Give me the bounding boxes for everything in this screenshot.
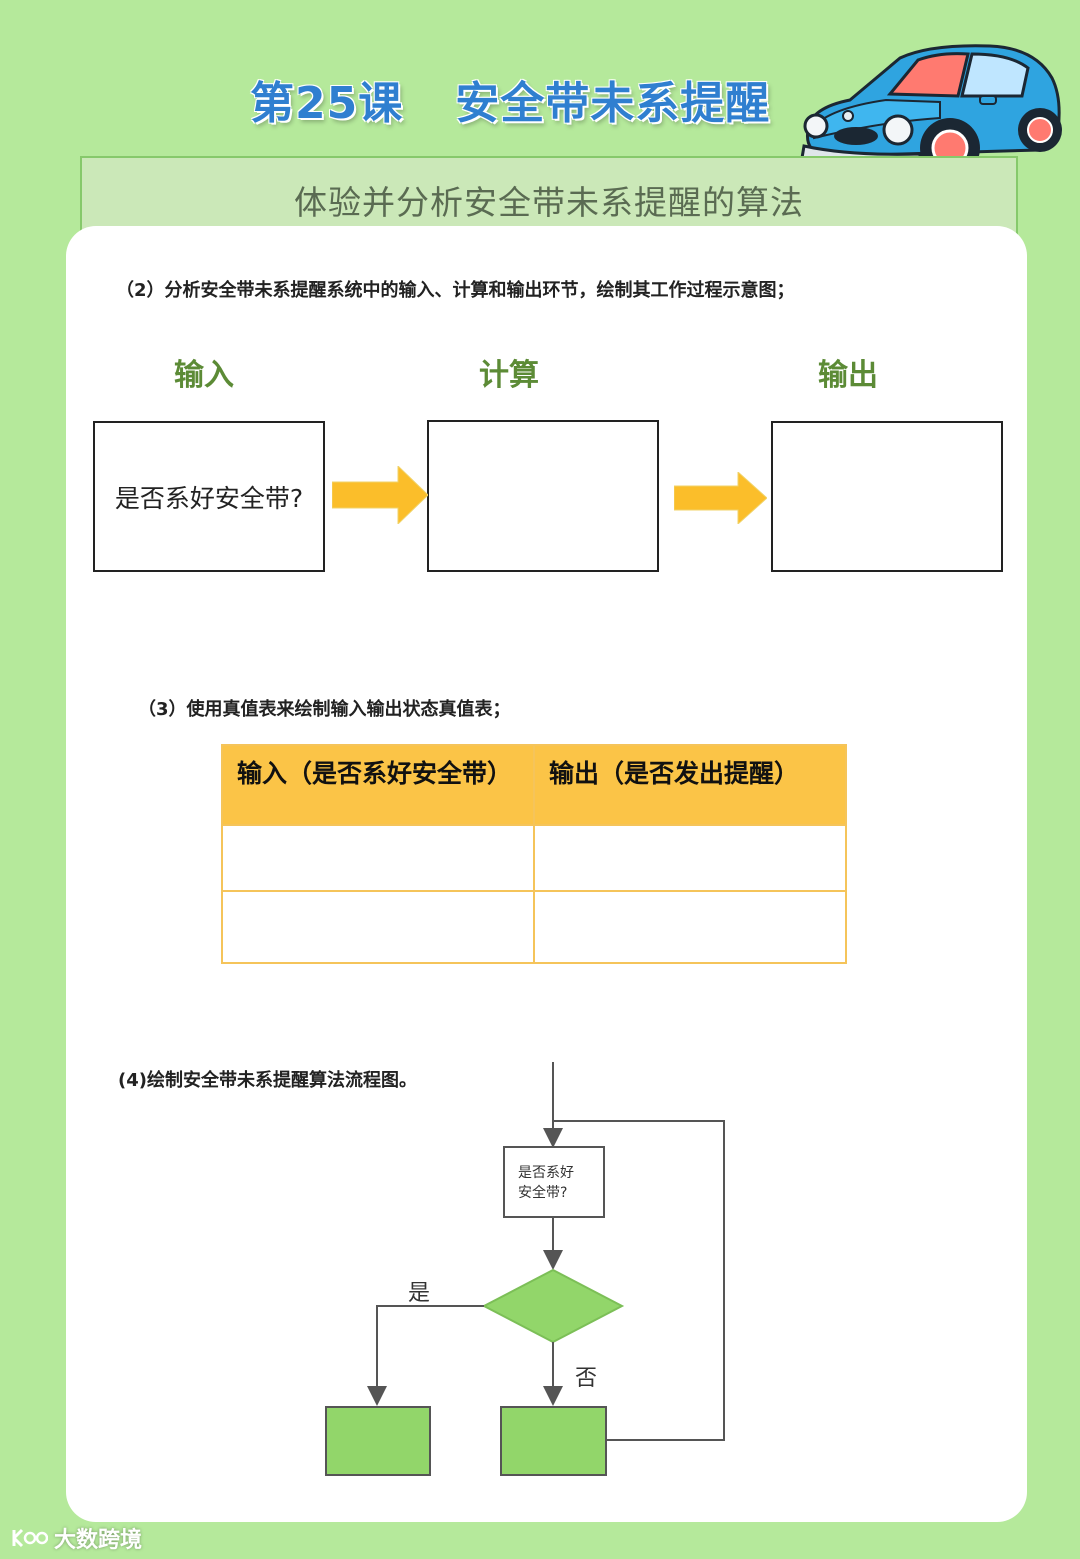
lesson-name: 安全带未系提醒 [455,78,771,129]
process-box-text: 是否系好 安全带? [518,1163,574,1203]
lesson-title: 第25课 安全带未系提醒 [250,64,790,134]
question-3: （3）使用真值表来绘制输入输出状态真值表； [138,699,511,720]
input-heading: 输入 [174,358,234,393]
process-box [503,1146,605,1218]
table-header-row: 输入（是否系好安全带） 输出（是否发出提醒） [221,744,847,826]
yes-result-box[interactable] [325,1406,431,1476]
process-box-line: 安全带? [518,1185,568,1201]
arrow-right-icon [674,472,767,524]
no-label: 否 [575,1366,598,1391]
yes-branch-line [367,1305,484,1406]
calc-heading: 计算 [479,358,539,393]
process-box-line: 是否系好 [518,1165,574,1181]
watermark: 大数跨境 [10,1522,142,1554]
yes-label: 是 [408,1281,431,1306]
table-row [221,824,847,892]
table-cell[interactable] [533,824,847,892]
watermark-text: 大数跨境 [54,1528,143,1553]
output-heading: 输出 [818,358,878,393]
table-row [221,890,847,964]
truth-table: 输入（是否系好安全带） 输出（是否发出提醒） [221,744,847,964]
flowchart [325,1062,725,1476]
calc-box[interactable] [427,420,659,572]
arrow-right-icon [332,466,428,524]
question-4: (4)绘制安全带未系提醒算法流程图。 [118,1070,417,1091]
table-header-output: 输出（是否发出提醒） [533,744,847,826]
table-cell[interactable] [221,824,535,892]
section-subtitle: 体验并分析安全带未系提醒的算法 [294,183,804,222]
car-illustration-icon [800,44,1062,178]
lesson-number: 第25课 [250,78,404,129]
decision-diamond [481,1268,625,1344]
question-2: （2）分析安全带未系提醒系统中的输入、计算和输出环节，绘制其工作过程示意图； [116,280,795,301]
table-cell[interactable] [533,890,847,964]
no-result-box[interactable] [500,1406,607,1476]
table-header-input: 输入（是否系好安全带） [221,744,535,826]
loop-line [553,1120,725,1441]
output-box[interactable] [771,421,1003,572]
table-cell[interactable] [221,890,535,964]
input-box-text: 是否系好安全带? [114,483,304,513]
input-box: 是否系好安全带? [93,421,325,572]
brand-logo-icon [12,1528,48,1548]
